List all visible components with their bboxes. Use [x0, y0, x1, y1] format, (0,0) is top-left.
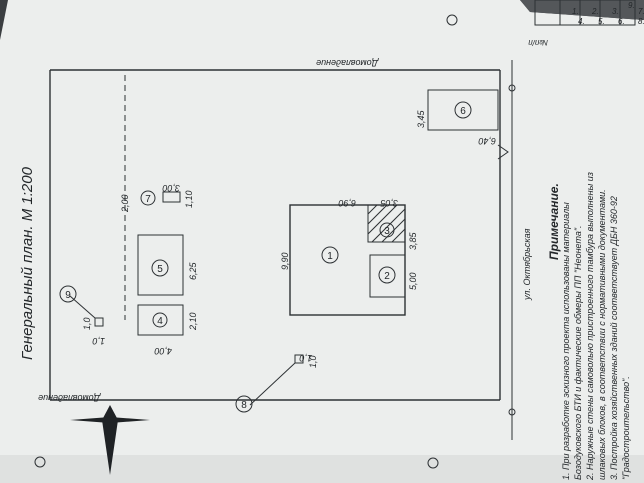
dim-6-width: 3,45: [416, 109, 426, 128]
table-row: 3.: [612, 7, 619, 16]
dim-5-width: 4,00: [154, 346, 172, 356]
ornament-icon: [427, 457, 439, 469]
ornament-icon: [446, 14, 458, 26]
building-marker-7: [140, 190, 156, 206]
building-marker-5: [151, 259, 169, 277]
dim-8-b: 1,0: [308, 355, 318, 368]
building-6: [427, 89, 499, 131]
building-marker-9: [59, 285, 77, 303]
dim-1-length: 9,90: [280, 252, 290, 270]
building-number-1: 1: [327, 251, 333, 262]
table-row: 7.: [638, 7, 644, 16]
building-marker-4: [152, 312, 168, 328]
table-header: №п/п: [528, 38, 548, 47]
building-number-9: 9: [65, 290, 71, 301]
dim-9-b: 1,0: [92, 336, 105, 346]
street-label: ул. Октябрьская: [522, 228, 532, 301]
neighbor-bottom-label: Домовладение: [38, 393, 101, 403]
dim-7-offset: 2,00: [120, 194, 130, 213]
table-row: 4.: [578, 17, 585, 26]
building-2: [369, 254, 406, 298]
dim-3-length: 3,85: [408, 231, 418, 250]
dim-2-length: 5,00: [408, 272, 418, 290]
building-marker-2: [378, 266, 396, 284]
note-line-6: "Градостроительство".: [621, 376, 631, 480]
dim-8-a: 1,0: [299, 353, 312, 363]
building-5: [137, 234, 184, 296]
street-axis: [508, 60, 516, 440]
legend-table: [534, 0, 636, 26]
dim-3-width: 3,05: [379, 198, 398, 208]
building-marker-6: [454, 101, 472, 119]
building-number-6: 6: [460, 106, 466, 117]
neighbor-top-label: Домовладение: [316, 58, 379, 68]
table-row: 8.: [638, 17, 644, 26]
compass-icon: [70, 405, 150, 475]
ornament-icon: [34, 456, 46, 468]
dim-5-length: 6,25: [188, 261, 198, 280]
note-heading: Примечание.: [547, 183, 561, 260]
note-line-3: 2. Наружные стены самовольно пристроенно…: [585, 172, 595, 481]
building-number-7: 7: [145, 194, 151, 205]
dim-4-length: 2,10: [188, 312, 198, 331]
binding-shadow: [520, 0, 644, 20]
dim-7-length: 1,10: [184, 190, 194, 208]
table-row: 5.: [598, 17, 605, 26]
dim-9-a: 1,0: [82, 317, 92, 330]
building-number-2: 2: [384, 271, 390, 282]
building-number-8: 8: [241, 400, 247, 411]
site-boundary: [49, 69, 501, 401]
building-7: [162, 191, 181, 203]
building-marker-3: [379, 222, 395, 238]
dim-1-width: 6,90: [338, 198, 356, 208]
dim-7-width: 3,00: [162, 183, 180, 193]
gate-mark: [497, 144, 509, 160]
building-number-4: 4: [157, 316, 163, 327]
table-row: 9.: [628, 1, 635, 10]
building-marker-1: [321, 246, 339, 264]
building-number-3: 3: [384, 226, 390, 237]
table-row: 6.: [618, 17, 625, 26]
table-row: 2.: [591, 7, 599, 16]
building-marker-8: [235, 395, 253, 413]
note-line-1: 1. При разработке эскизного проекта испо…: [561, 202, 571, 480]
plan-title: Генеральный план. М 1:200: [19, 166, 36, 360]
building-number-5: 5: [157, 264, 163, 275]
building-markers: 1 2 3 4 5 6 7 8 9: [59, 101, 472, 413]
note-line-4: шлаковых блоков, в соответствии с нормат…: [597, 189, 607, 480]
dim-6-length: 6,40: [478, 136, 496, 146]
note-line-5: 3. Постройка хозяйственных зданий соотве…: [609, 196, 619, 480]
table-row: 1.: [572, 7, 579, 16]
small-structure-9: [94, 317, 104, 327]
small-structure-8: [294, 354, 304, 364]
note-line-2: Бозодуковского БТИ и фактические обмеры …: [573, 225, 583, 480]
